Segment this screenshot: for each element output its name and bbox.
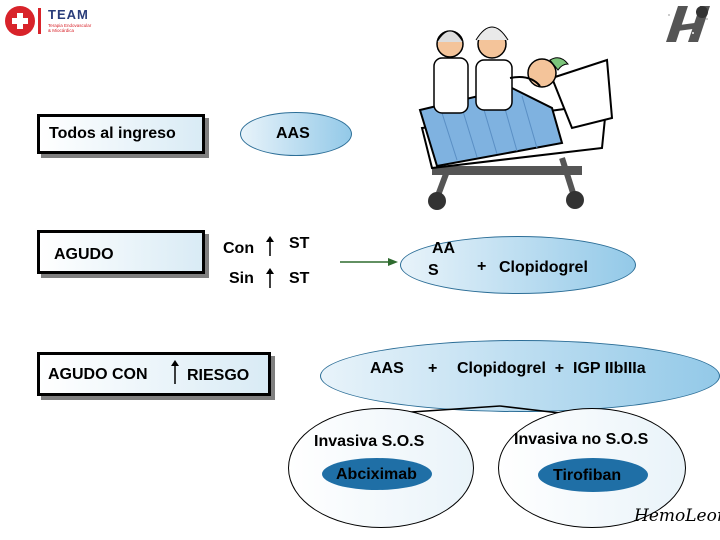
team-line1: Terapia Endovascular [48,23,92,28]
agudo-con-riesgo-box [37,352,271,396]
tirofiban-pill [538,458,648,492]
triple-therapy-ellipse [320,340,720,412]
aas-label-2: AAS [370,360,404,377]
todos-al-ingreso-box [37,114,205,154]
aa-label: AA [432,240,456,257]
hospital-bed-clipart-icon [418,26,614,210]
agudo-con-label: AGUDO CON [48,366,148,383]
s-label: S [428,262,439,279]
abciximab-pill [322,458,432,490]
tirofiban-label: Tirofiban [553,467,622,484]
aas-top-label: AAS [276,125,310,142]
abciximab-label: Abciximab [336,466,417,483]
agudo-box [37,230,205,274]
arrow-right-icon [340,258,398,266]
invasiva-sos-label: Invasiva S.O.S [314,433,425,450]
con-label: Con [223,240,255,257]
agudo-label: AGUDO [54,246,114,263]
todos-al-ingreso-label: Todos al ingreso [49,125,176,142]
clopidogrel-label: Clopidogrel [499,259,588,276]
combo-label: Clopidogrel + IGP IIbIIIa [457,360,646,377]
aas-clopidogrel-ellipse [400,236,636,294]
elevation-arrows-icon [266,236,274,288]
sin-label: Sin [229,270,254,287]
st-label-1: ST [289,235,310,252]
plus-label-2: + [428,360,438,377]
team-logo: TEAM Terapia Endovascular & Miocárdica [5,6,92,36]
riesgo-label: RIESGO [187,367,250,384]
elevation-arrow-icon [171,360,179,384]
invasiva-no-sos-label: Invasiva no S.O.S [514,431,649,448]
signature: HemoLeon [634,506,720,526]
st-label-2: ST [289,270,310,287]
aas-ellipse [240,112,352,156]
team-line2: & Miocárdica [48,28,75,33]
plus-label-1: + [477,258,487,275]
h-logo-icon [666,6,710,42]
team-brand: TEAM [48,7,89,22]
